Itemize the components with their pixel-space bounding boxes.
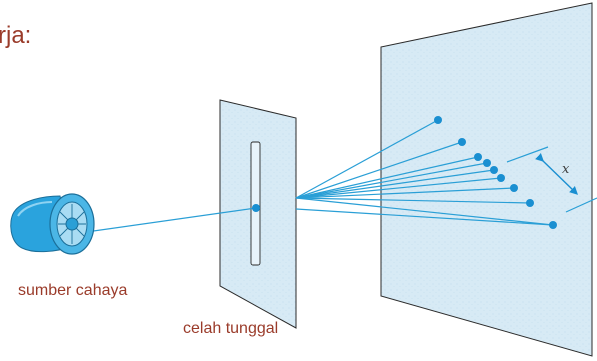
distance-label: x (562, 162, 570, 177)
light-source-label: sumber cahaya (18, 282, 127, 299)
distance-arrow (535, 153, 579, 195)
fringe-dot (549, 221, 557, 229)
ray (295, 156, 479, 199)
guide-line-top (506, 146, 549, 163)
fringe-dot (526, 199, 534, 207)
diffracted-rays (295, 119, 554, 226)
ray (295, 197, 531, 204)
fringe-dot (458, 138, 466, 146)
header-fragment: rja: (0, 22, 31, 49)
ray (295, 177, 502, 199)
ray (295, 162, 488, 199)
fringe-dot (497, 174, 505, 182)
single-slit-label: celah tunggal (183, 320, 278, 337)
fringe-dot (434, 116, 442, 124)
slit-center-dot (252, 204, 260, 212)
fringe-dot (483, 159, 491, 167)
fringe-dots (434, 116, 557, 229)
fringe-dot (490, 166, 498, 174)
ray (295, 208, 554, 226)
fringe-dot (510, 184, 518, 192)
ray (295, 119, 439, 199)
slit-opening (250, 141, 261, 266)
ray (295, 197, 554, 226)
light-bulb-icon (10, 193, 95, 255)
guide-line-bottom (565, 197, 597, 213)
ray (295, 141, 463, 199)
ray (295, 169, 495, 199)
fringe-dot (474, 153, 482, 161)
ray (295, 187, 515, 199)
